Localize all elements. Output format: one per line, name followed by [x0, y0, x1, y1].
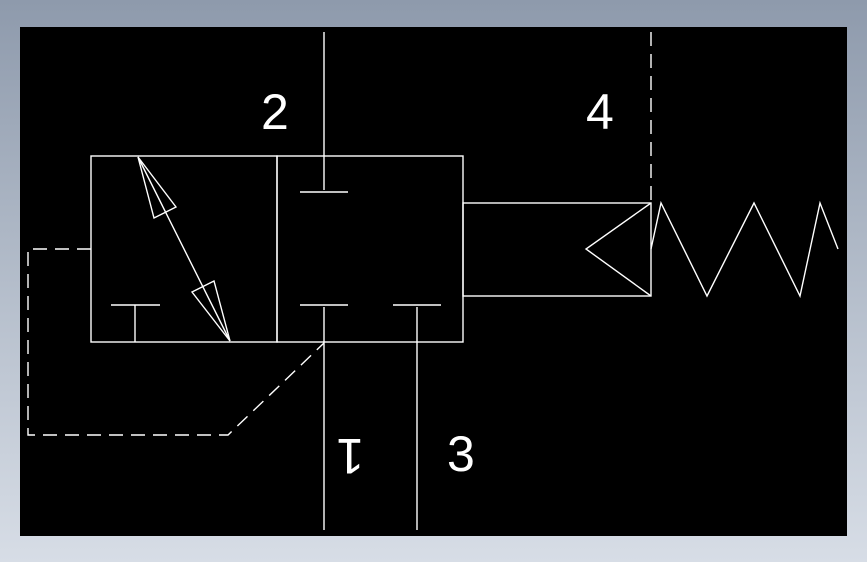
spring-housing [462, 202, 652, 297]
port-1-label: 1 [336, 428, 364, 484]
port-4-label: 4 [586, 84, 614, 140]
return-spring [650, 200, 839, 299]
valve-schematic: 2 4 1 3 [27, 32, 839, 530]
flow-arrow-head-bottom [190, 279, 231, 342]
port-2-label: 2 [261, 84, 289, 140]
valve-right-box [276, 155, 464, 343]
flow-arrow-line [137, 156, 231, 342]
spring-seat [584, 202, 652, 297]
pilot-dashed-line [27, 248, 325, 436]
port-3-label: 3 [447, 426, 475, 482]
cad-viewport[interactable]: 2 4 1 3 [20, 27, 847, 536]
flow-arrow-head-top [137, 156, 178, 220]
